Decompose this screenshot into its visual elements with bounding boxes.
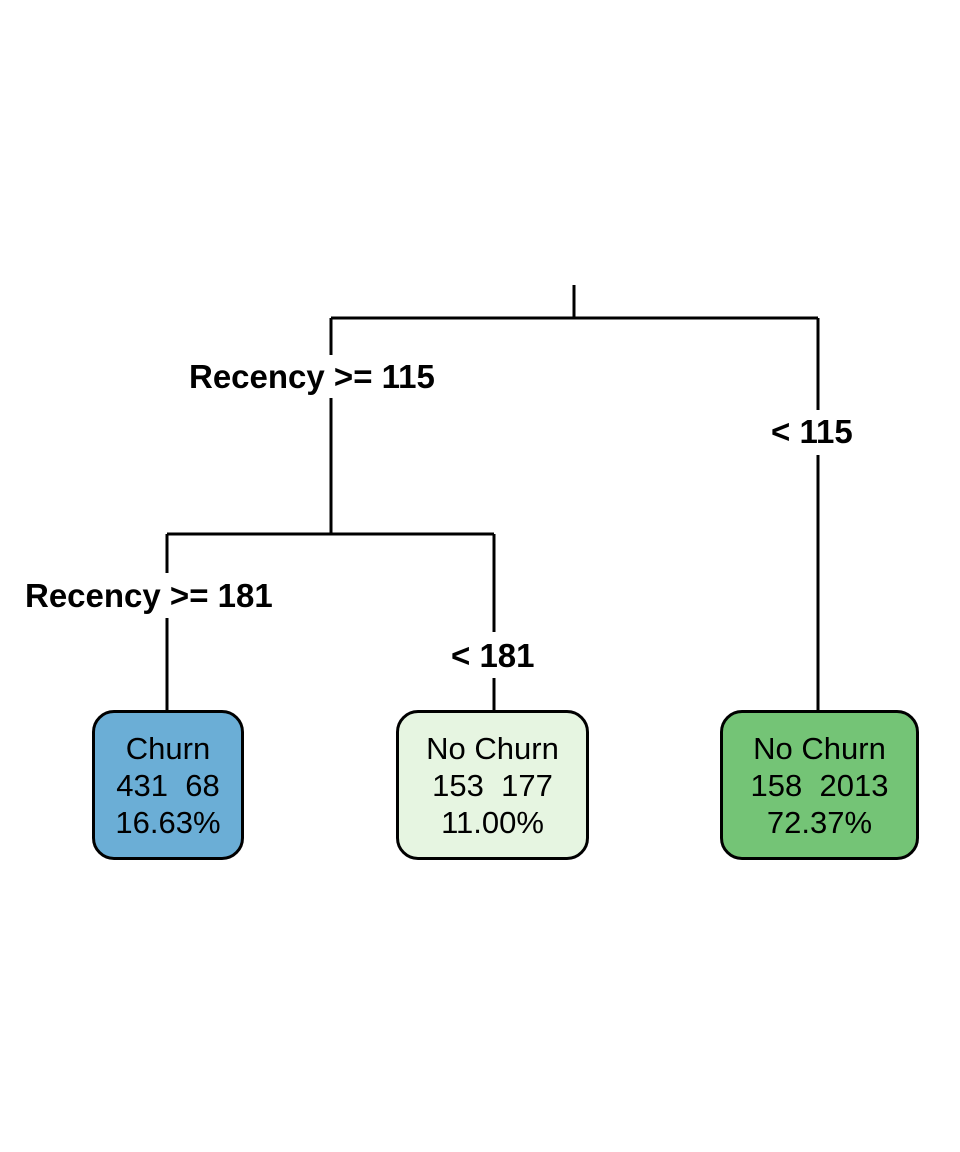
leaf-node-no-churn-mid[interactable]: No Churn 153 177 11.00% — [396, 710, 589, 860]
leaf-percent: 16.63% — [115, 804, 221, 840]
leaf-node-churn[interactable]: Churn 431 68 16.63% — [92, 710, 244, 860]
leaf-counts: 153 177 — [432, 767, 553, 803]
split-label-root-left: Recency >= 115 — [183, 357, 441, 396]
leaf-percent: 11.00% — [441, 804, 544, 840]
leaf-node-no-churn-right[interactable]: No Churn 158 2013 72.37% — [720, 710, 919, 860]
leaf-class-label: No Churn — [753, 730, 886, 766]
leaf-counts: 158 2013 — [750, 767, 889, 803]
leaf-class-label: Churn — [125, 730, 211, 766]
leaf-class-label: No Churn — [426, 730, 559, 766]
leaf-counts: 431 68 — [116, 767, 220, 803]
leaf-percent: 72.37% — [766, 804, 873, 840]
split-label-root-right: < 115 — [765, 412, 859, 451]
split-label-inner-right: < 181 — [445, 636, 541, 675]
split-label-inner-left: Recency >= 181 — [19, 576, 279, 615]
